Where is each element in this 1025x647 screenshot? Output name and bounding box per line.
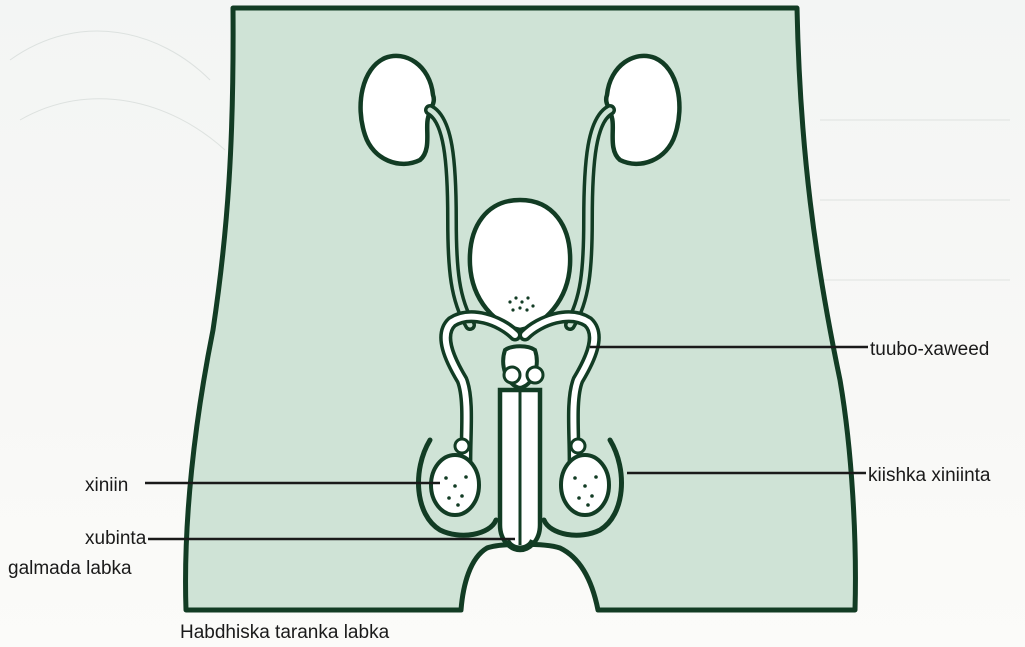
- right-kidney: [606, 56, 679, 164]
- epididymis-right: [571, 439, 585, 453]
- label-tuubo-xaweed: tuubo-xaweed: [870, 339, 989, 361]
- bladder: [470, 200, 570, 330]
- epididymis-left: [455, 439, 469, 453]
- label-xubinta-line2: galmada labka: [8, 558, 132, 580]
- figure-caption: Habdhiska taranka labka: [180, 622, 389, 644]
- seminal-vesicle-left: [504, 367, 520, 383]
- left-kidney: [361, 56, 434, 164]
- label-xiniin: xiniin: [85, 475, 128, 497]
- label-xubinta-line1: xubinta: [85, 528, 146, 550]
- label-kiishka-xiniinta: kiishka xiniinta: [868, 465, 991, 487]
- seminal-vesicle-right: [527, 367, 543, 383]
